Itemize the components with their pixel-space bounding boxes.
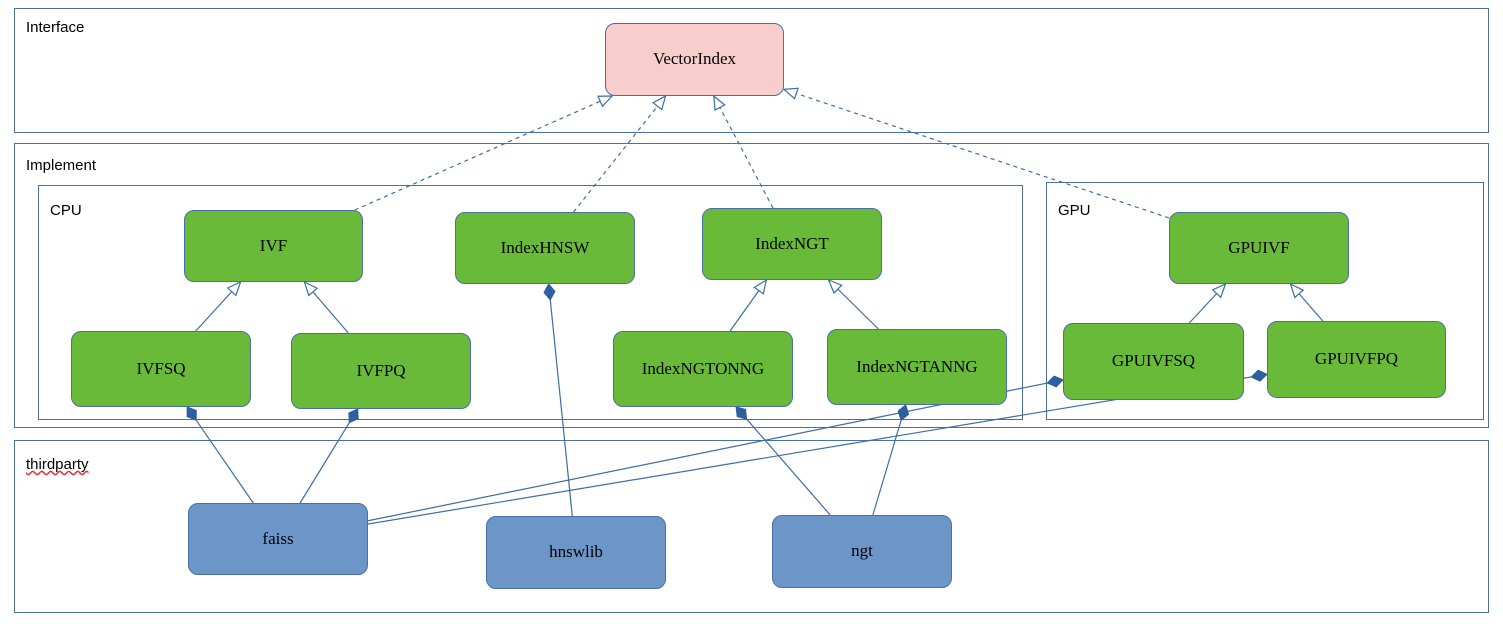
class-node-indexhnsw[interactable]: IndexHNSW [455,212,635,284]
class-node-label: faiss [262,528,294,548]
class-node-faiss[interactable]: faiss [188,503,368,575]
class-node-label: GPUIVFSQ [1111,351,1196,371]
class-node-label: IndexHNSW [500,237,590,257]
class-node-ivf[interactable]: IVF [184,210,363,282]
container-label-interface: Interface [26,19,85,36]
class-node-hnswlib[interactable]: hnswlib [486,516,666,589]
class-node-indexngtonng[interactable]: IndexNGTONNG [613,331,793,407]
class-node-label: GPUIVFPQ [1314,349,1399,369]
class-node-label: IndexNGTONNG [641,358,765,378]
class-node-ivfsq[interactable]: IVFSQ [71,331,251,407]
class-node-indexngt[interactable]: IndexNGT [702,208,882,280]
class-node-label: hnswlib [549,542,603,562]
container-gpu [1046,182,1484,420]
class-node-ivfpq[interactable]: IVFPQ [291,333,471,409]
class-node-vectorindex[interactable]: VectorIndex [605,23,784,96]
class-node-label: IndexNGT [755,233,829,253]
class-node-label: IVFPQ [356,360,406,380]
class-node-label: IVFSQ [136,358,186,378]
class-node-gpuivf[interactable]: GPUIVF [1169,212,1349,284]
container-label-implement: Implement [26,157,97,174]
class-node-gpuivfsq[interactable]: GPUIVFSQ [1063,323,1244,400]
class-node-label: GPUIVF [1228,237,1290,257]
container-label-gpu: GPU [1058,202,1091,219]
class-node-label: VectorIndex [652,49,737,69]
class-node-gpuivfpq[interactable]: GPUIVFPQ [1267,321,1446,398]
class-node-label: IVF [259,235,288,255]
class-node-ngt[interactable]: ngt [772,515,952,588]
class-node-indexngtanng[interactable]: IndexNGTANNG [827,329,1007,405]
container-label-thirdparty: thirdparty [26,456,89,473]
container-label-cpu: CPU [50,202,82,219]
class-node-label: ngt [851,541,873,561]
class-node-label: IndexNGTANNG [856,356,978,376]
